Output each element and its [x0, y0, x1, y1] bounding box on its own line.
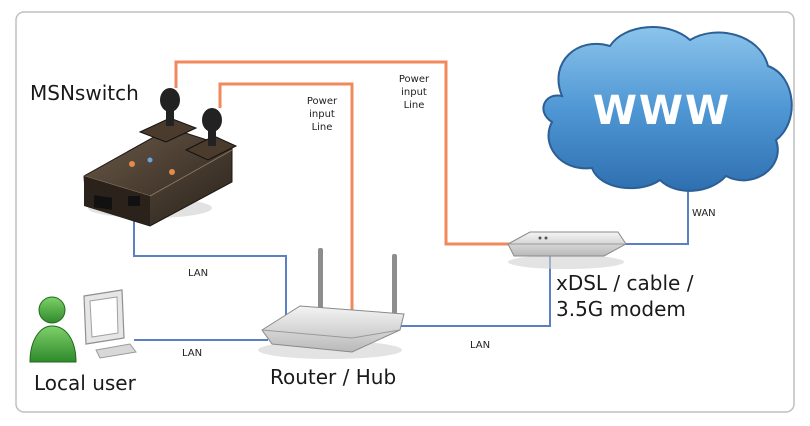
modem-label-line1: xDSL / cable /: [556, 271, 694, 295]
msnswitch-label: MSNswitch: [30, 81, 139, 105]
lan-label-modem: LAN: [470, 340, 490, 351]
lan-line-switch-to-router: [133, 214, 287, 318]
router-label: Router / Hub: [270, 365, 396, 389]
network-lines: [133, 168, 689, 341]
local-user-figure: [29, 289, 137, 363]
modem-label-line2: 3.5G modem: [556, 297, 686, 321]
power-label-router-line1: Power: [307, 96, 338, 107]
power-line-switch-to-modem: [174, 60, 512, 246]
internet-cloud: WWW: [542, 26, 793, 192]
local-user-label: Local user: [34, 371, 137, 395]
power-label-modem-line3: Line: [404, 100, 425, 111]
lan-label-user: LAN: [182, 348, 202, 359]
xdsl-modem-device: [507, 231, 627, 269]
power-label-router-line3: Line: [312, 122, 333, 133]
www-label: WWW: [593, 88, 731, 134]
power-lines: [174, 60, 512, 312]
keyboard-icon: [95, 343, 137, 359]
power-label-router-line2: input: [309, 109, 335, 120]
power-label-modem: Power input Line: [399, 74, 430, 111]
lan-label-switch: LAN: [188, 268, 208, 279]
wan-label: WAN: [692, 208, 716, 219]
user-icon: [29, 296, 77, 363]
router-antenna-left: [318, 248, 323, 314]
router-device: [258, 248, 405, 359]
power-label-modem-line2: input: [401, 87, 427, 98]
cloud-shape: [542, 26, 793, 192]
router-antenna-right: [392, 254, 397, 314]
power-line-switch-to-router: [218, 82, 354, 312]
msnswitch-device: [83, 88, 238, 227]
power-label-modem-line1: Power: [399, 74, 430, 85]
power-label-router: Power input Line: [307, 96, 338, 133]
lan-line-router-to-modem: [396, 256, 551, 327]
wan-line-modem-to-cloud: [612, 168, 689, 245]
